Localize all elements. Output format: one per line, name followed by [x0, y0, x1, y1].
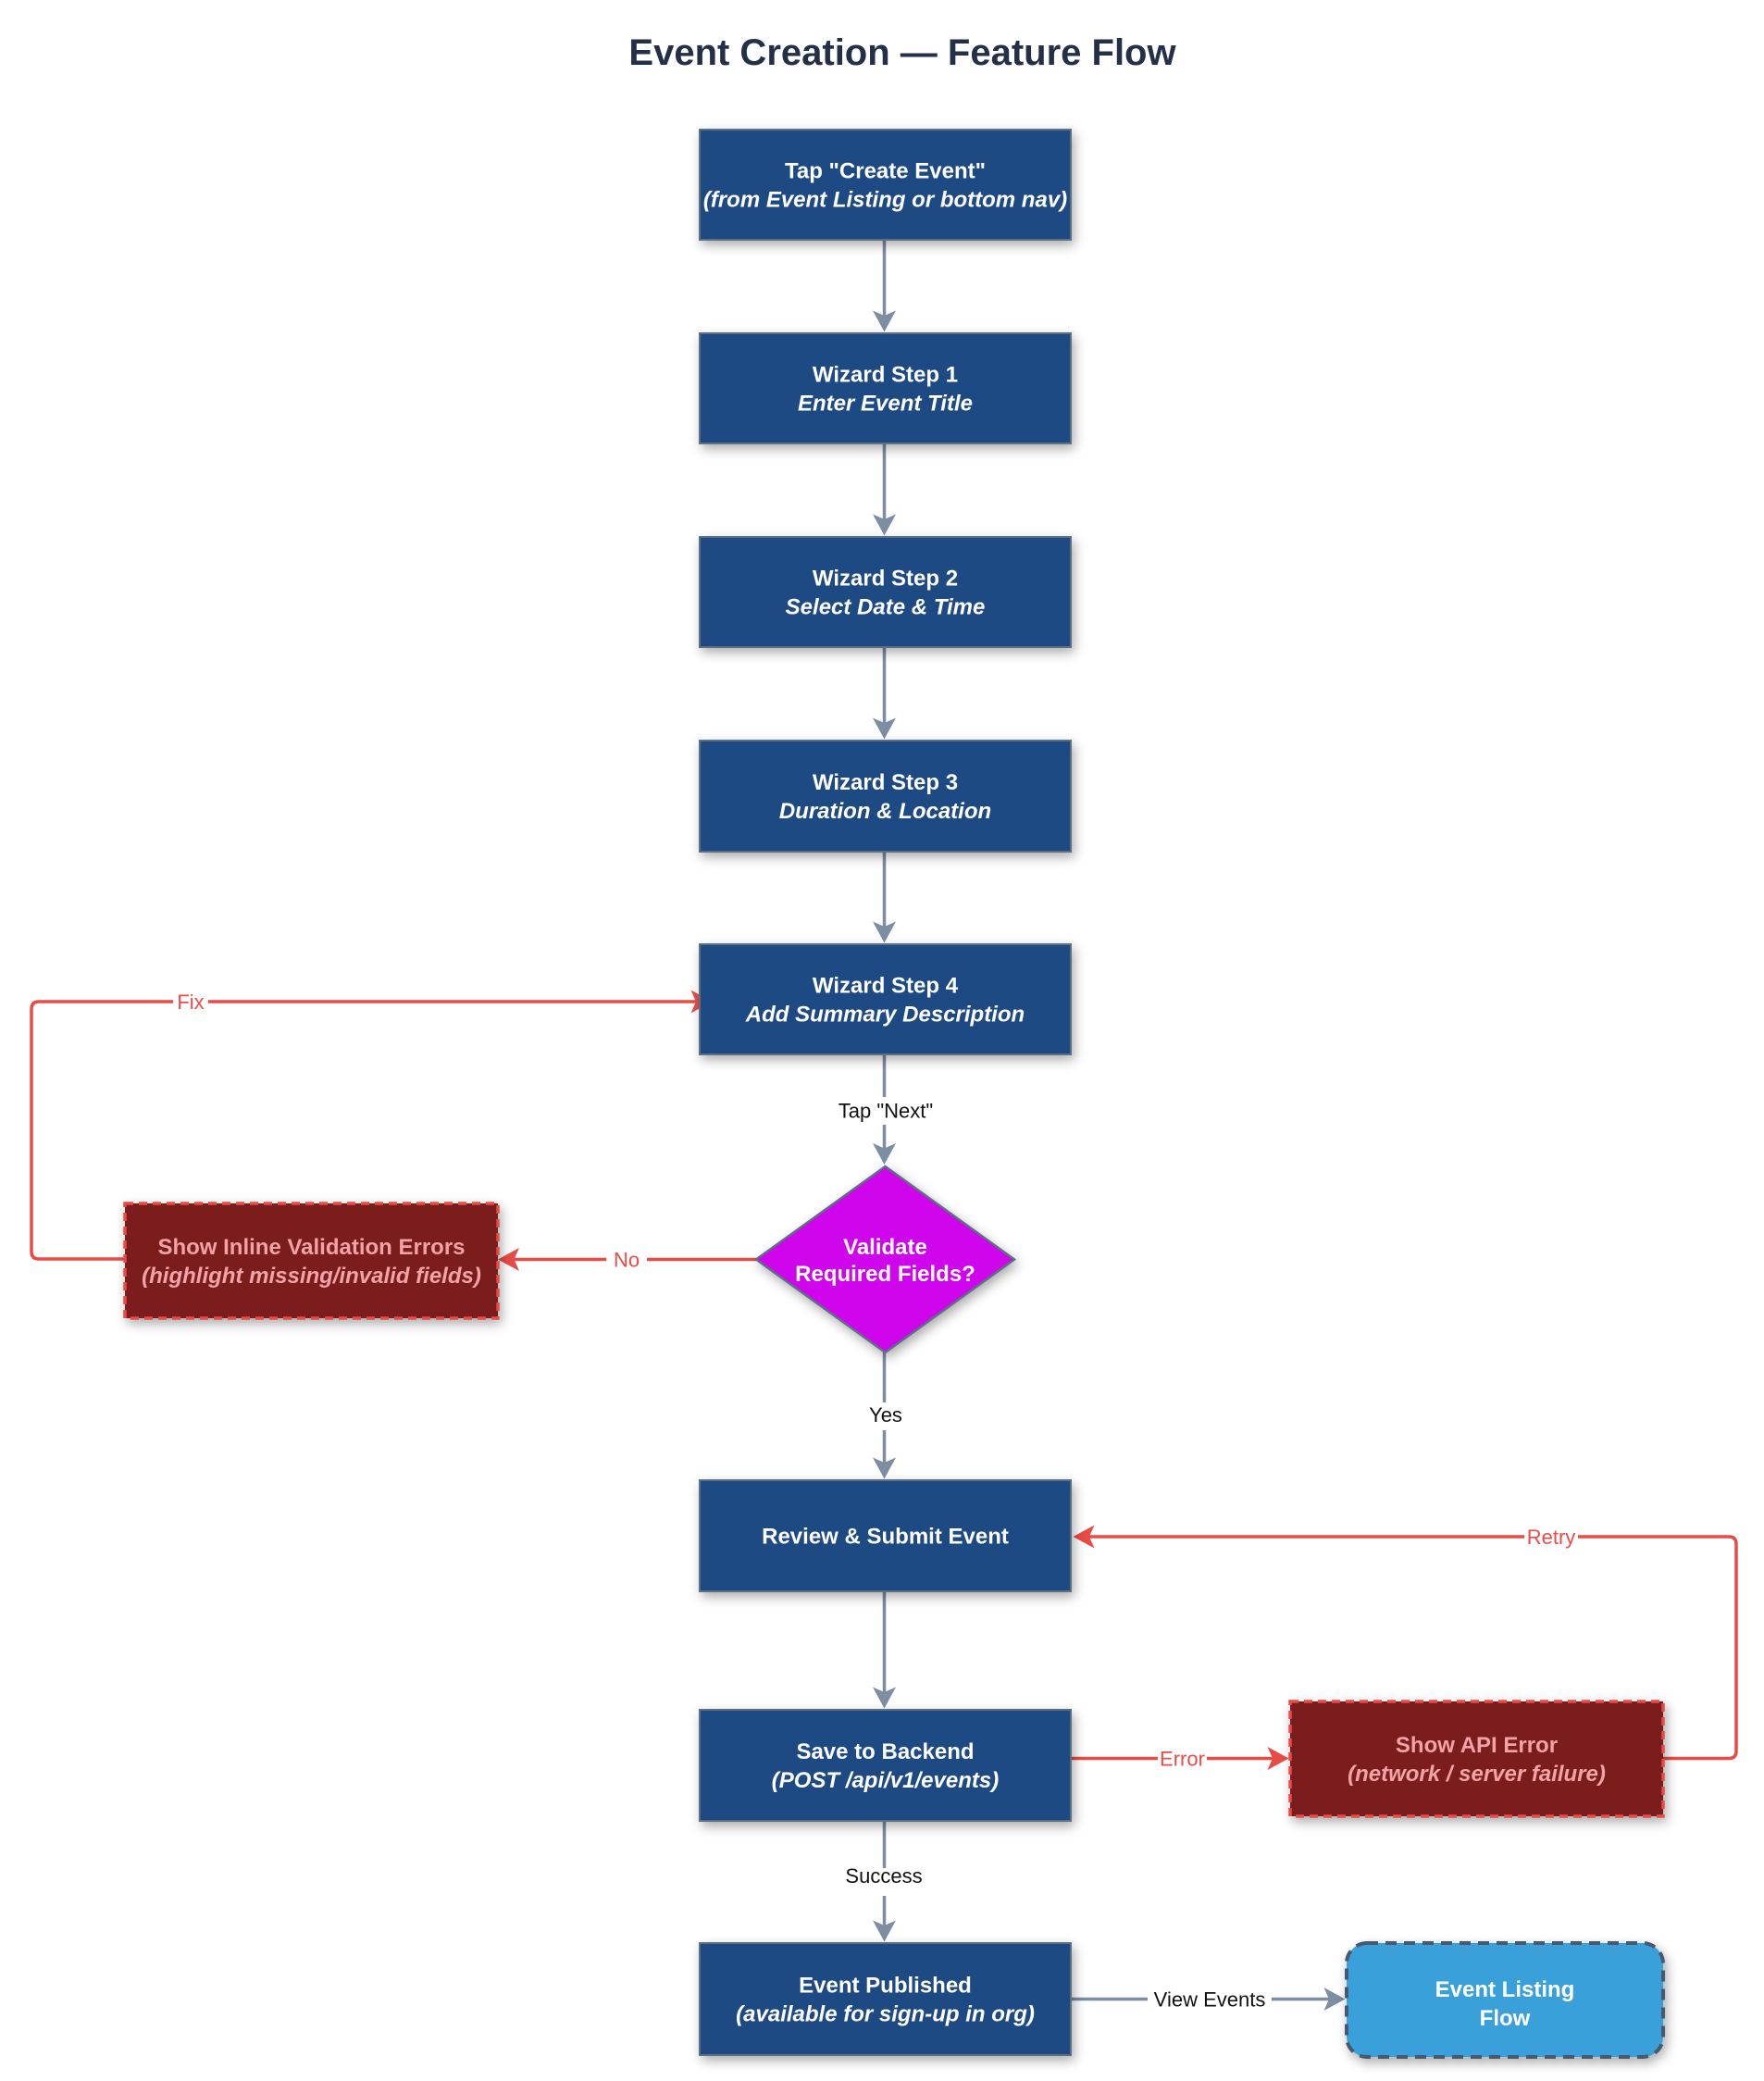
- svg-text:Review & Submit Event: Review & Submit Event: [762, 1525, 1009, 1550]
- svg-text:View Events: View Events: [1154, 1988, 1266, 2012]
- svg-text:Tap "Next": Tap "Next": [839, 1100, 933, 1123]
- svg-text:Event Listing: Event Listing: [1435, 1977, 1575, 2002]
- svg-text:Enter Event Title: Enter Event Title: [798, 392, 973, 417]
- svg-text:Wizard Step 3: Wizard Step 3: [813, 770, 958, 795]
- svg-text:Event Creation — Feature Flow: Event Creation — Feature Flow: [628, 32, 1176, 73]
- svg-text:Wizard Step 4: Wizard Step 4: [813, 974, 959, 999]
- svg-text:(from Event Listing or bottom: (from Event Listing or bottom nav): [703, 188, 1067, 213]
- svg-text:(POST /api/v1/events): (POST /api/v1/events): [772, 1768, 999, 1793]
- svg-text:Wizard Step 2: Wizard Step 2: [813, 567, 958, 592]
- svg-text:Retry: Retry: [1527, 1526, 1576, 1549]
- svg-text:Add Summary Description: Add Summary Description: [745, 1003, 1025, 1028]
- svg-text:Flow: Flow: [1480, 2006, 1531, 2031]
- svg-text:(available for sign-up in org): (available for sign-up in org): [736, 2002, 1035, 2027]
- svg-text:Event Published: Event Published: [799, 1974, 972, 1999]
- svg-text:(network / server failure): (network / server failure): [1348, 1762, 1606, 1787]
- svg-text:Yes: Yes: [869, 1403, 902, 1427]
- svg-text:Success: Success: [845, 1864, 922, 1888]
- svg-text:Tap "Create Event": Tap "Create Event": [785, 159, 986, 184]
- svg-text:No: No: [614, 1249, 640, 1272]
- svg-text:Fix: Fix: [177, 991, 204, 1014]
- svg-text:Error: Error: [1160, 1748, 1205, 1771]
- svg-text:Wizard Step 1: Wizard Step 1: [813, 363, 958, 388]
- svg-text:Show API Error: Show API Error: [1396, 1733, 1558, 1758]
- svg-text:(highlight missing/invalid fie: (highlight missing/invalid fields): [142, 1264, 481, 1289]
- svg-text:Save to Backend: Save to Backend: [796, 1739, 974, 1764]
- svg-text:Select Date & Time: Select Date & Time: [786, 595, 986, 620]
- svg-text:Duration & Location: Duration & Location: [779, 799, 991, 824]
- svg-text:Validate: Validate: [843, 1235, 927, 1260]
- svg-text:Required Fields?: Required Fields?: [795, 1262, 975, 1287]
- svg-text:Show Inline Validation Errors: Show Inline Validation Errors: [157, 1235, 465, 1260]
